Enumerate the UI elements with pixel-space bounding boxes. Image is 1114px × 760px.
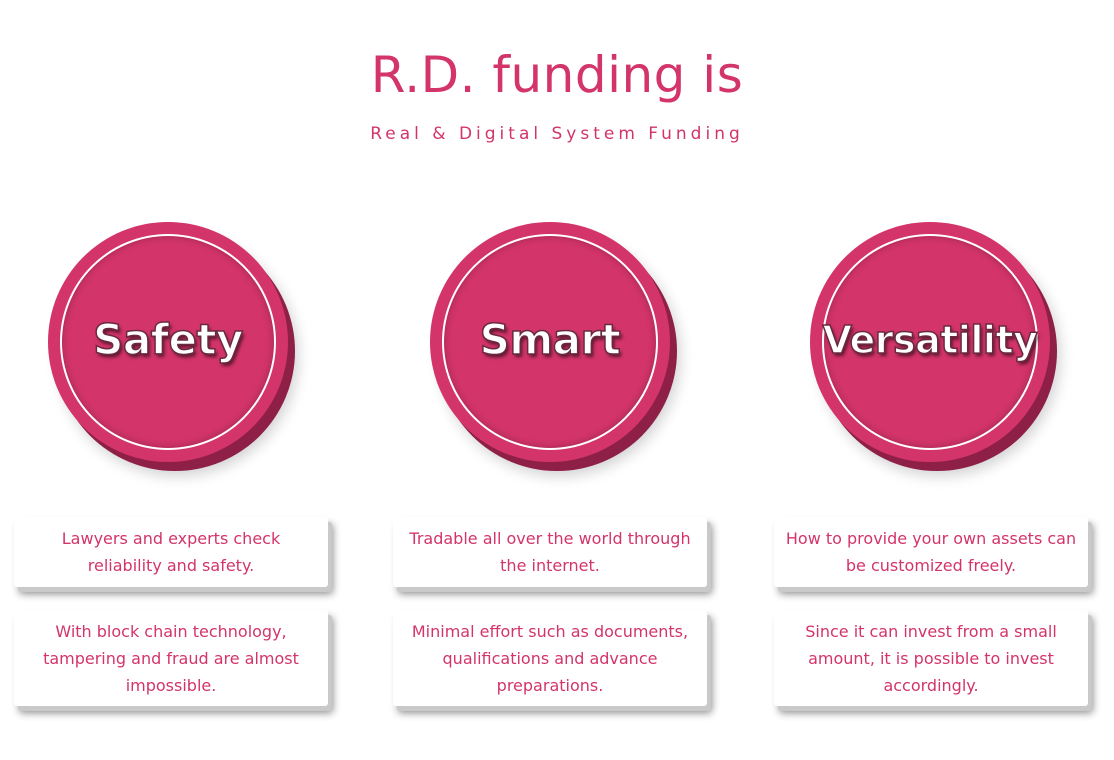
feature-circle-versatility: Versatility — [810, 222, 1050, 462]
feature-description: Minimal effort such as documents, qualif… — [411, 621, 689, 695]
feature-description: With block chain technology, tampering a… — [43, 621, 299, 695]
circle-ring — [442, 234, 658, 450]
feature-description: Lawyers and experts check reliability an… — [61, 529, 281, 575]
feature-card-versatility-1: How to provide your own assets can be cu… — [774, 517, 1088, 587]
feature-card-smart-2: Minimal effort such as documents, qualif… — [393, 610, 707, 706]
page-subtitle: Real & Digital System Funding — [370, 124, 744, 144]
feature-card-safety-2: With block chain technology, tampering a… — [14, 610, 328, 706]
page-title: R.D. funding is — [370, 46, 744, 104]
feature-label-safety: Safety — [92, 314, 244, 365]
circle-ring — [822, 234, 1038, 450]
feature-card-smart-1: Tradable all over the world through the … — [393, 517, 707, 587]
feature-card-safety-1: Lawyers and experts check reliability an… — [14, 517, 328, 587]
feature-card-versatility-2: Since it can invest from a small amount,… — [774, 610, 1088, 706]
feature-description: How to provide your own assets can be cu… — [785, 529, 1077, 575]
circle-ring — [60, 234, 276, 450]
feature-circle-safety: Safety — [48, 222, 288, 462]
feature-label-smart: Smart — [479, 314, 622, 365]
feature-circle-smart: Smart — [430, 222, 670, 462]
feature-label-versatility: Versatility — [822, 317, 1039, 363]
feature-description: Tradable all over the world through the … — [409, 529, 691, 575]
feature-description: Since it can invest from a small amount,… — [805, 621, 1057, 695]
